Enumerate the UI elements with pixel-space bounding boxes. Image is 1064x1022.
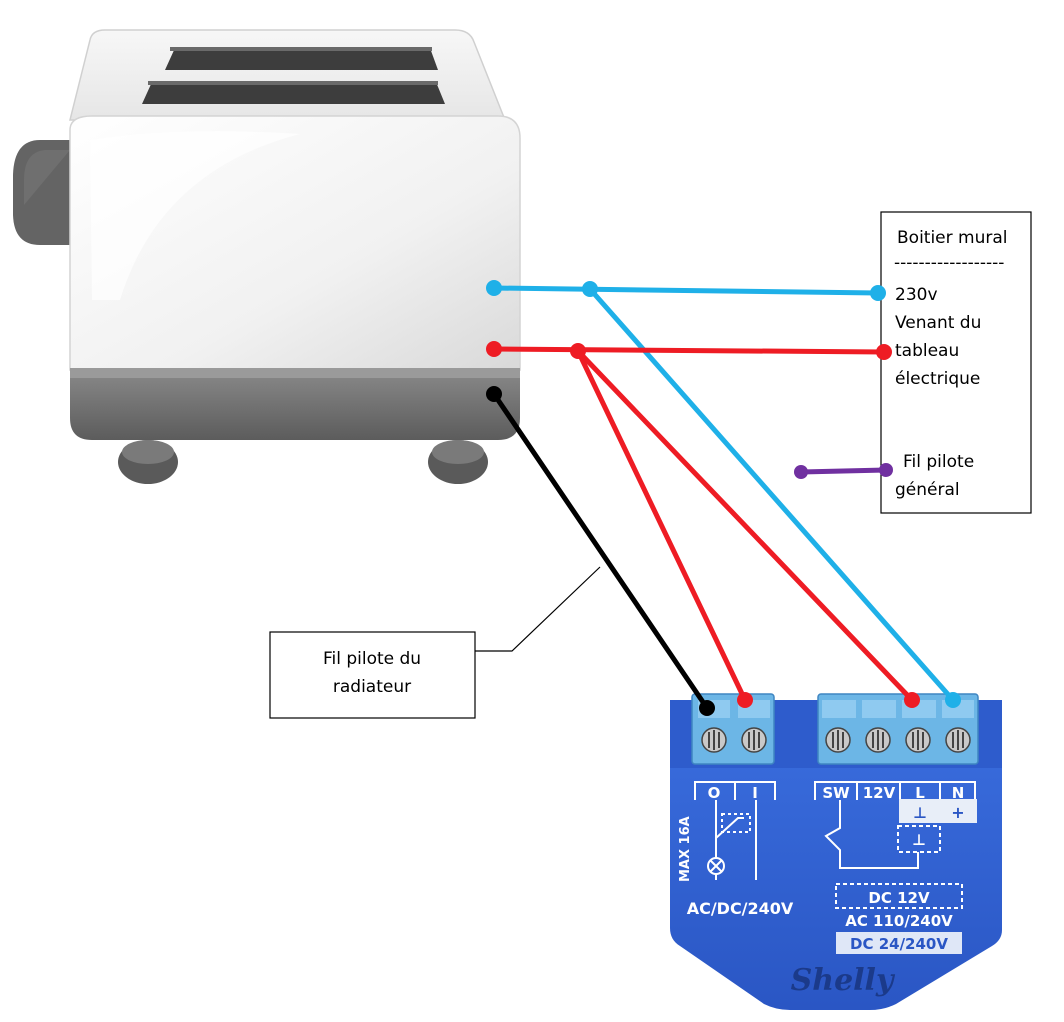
- relay-output-rating: AC/DC/240V: [687, 899, 794, 918]
- callout: Fil pilote du radiateur: [269, 566, 601, 719]
- wall-box-supply-line-1: 230v: [895, 285, 938, 305]
- wall-box-supply-line-3: tableau: [895, 341, 959, 361]
- wires: [491, 285, 956, 711]
- relay-icon: O I SW 12V L N ⊥ + ⊥ MAX 16A AC/DC/240V …: [670, 693, 1002, 1010]
- relay-label-plus: +: [951, 803, 964, 822]
- wall-box-pilot-line-2: général: [895, 480, 960, 500]
- relay-label-n: N: [952, 784, 965, 802]
- relay-label-l: L: [915, 784, 925, 802]
- wire-live-relay-in: [575, 348, 748, 703]
- wall-box-separator: ------------------: [894, 253, 1004, 273]
- wire-dots: [486, 280, 961, 716]
- wire-pilot-general: [798, 467, 889, 475]
- relay-input-rating-2: AC 110/240V: [845, 912, 953, 930]
- callout-leader: [475, 566, 601, 652]
- wall-box-pilot-line-1: Fil pilote: [903, 452, 974, 472]
- callout-line-1: Fil pilote du: [323, 649, 421, 669]
- wall-box-title: Boitier mural: [897, 228, 1008, 248]
- wall-box-frame: [880, 211, 1032, 514]
- relay-label-ground: ⊥: [913, 804, 927, 822]
- callout-line-2: radiateur: [333, 677, 411, 697]
- relay-label-sw: SW: [822, 784, 850, 802]
- relay-brand: Shelly: [791, 963, 896, 998]
- callout-frame: [269, 631, 476, 719]
- relay-label-12v: 12V: [863, 784, 896, 802]
- toaster-icon: [13, 29, 521, 484]
- relay-input-rating-1: DC 12V: [868, 889, 930, 907]
- wire-neutral-main: [491, 285, 881, 296]
- wall-box-supply-line-2: Venant du: [895, 313, 981, 333]
- wire-live-relay-l: [575, 348, 915, 703]
- relay-label-o: O: [708, 784, 721, 802]
- wire-pilot-radiator: [491, 391, 710, 711]
- relay-input-rating-3: DC 24/240V: [850, 935, 948, 953]
- relay-label-i: I: [752, 784, 758, 802]
- wire-live-main: [491, 346, 887, 355]
- wall-box-supply-line-4: électrique: [895, 369, 980, 389]
- wall-box: Boitier mural ------------------ 230v Ve…: [880, 211, 1032, 514]
- relay-label-ground-2: ⊥: [912, 831, 926, 849]
- relay-max-rating: MAX 16A: [678, 816, 693, 882]
- wire-neutral-relay: [587, 286, 956, 703]
